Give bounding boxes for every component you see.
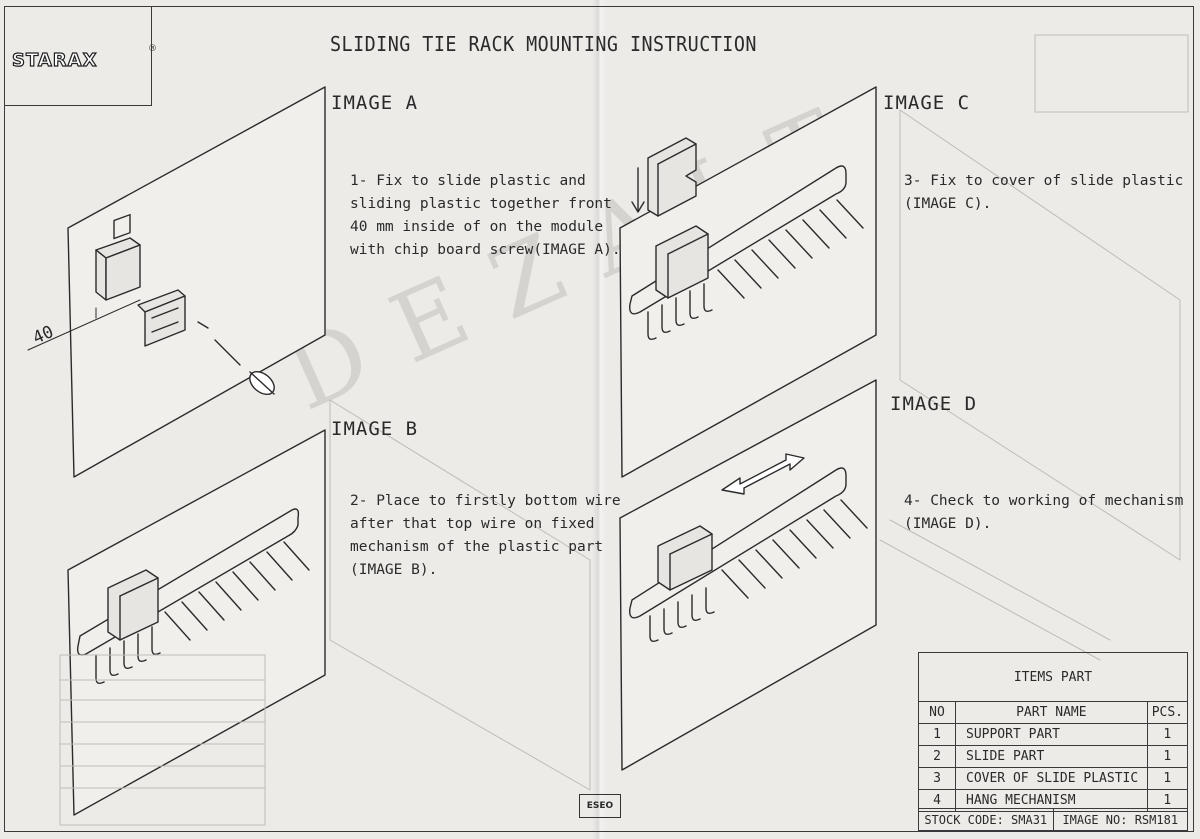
label-image-a: IMAGE A [331, 92, 419, 114]
header-pcs: PCS. [1146, 701, 1189, 724]
stock-code-table: STOCK CODE: SMA31 IMAGE NO: RSM181 [918, 808, 1188, 831]
label-image-b: IMAGE B [331, 418, 419, 440]
row-pcs: 1 [1146, 767, 1189, 790]
label-image-c: IMAGE C [883, 92, 971, 114]
row-no: 2 [918, 745, 956, 768]
row-pcs: 1 [1146, 745, 1189, 768]
panel-image-c [619, 86, 877, 478]
row-no: 1 [918, 723, 956, 746]
page-title: SLIDING TIE RACK MOUNTING INSTRUCTION [330, 32, 757, 56]
step-4-text: 4- Check to working of mechanism (IMAGE … [904, 493, 1184, 532]
stock-code: STOCK CODE: SMA31 [918, 808, 1054, 831]
dimension-label: 40 [30, 322, 57, 349]
row-no: 3 [918, 767, 956, 790]
row-part-name: SLIDE PART [955, 745, 1148, 768]
step-1-text: 1- Fix to slide plastic and sliding plas… [350, 173, 621, 258]
step-3-text: 3- Fix to cover of slide plastic (IMAGE … [904, 173, 1184, 212]
label-image-d: IMAGE D [890, 393, 978, 415]
header-part-name: PART NAME [955, 701, 1148, 724]
items-part-table: ITEMS PART NO PART NAME PCS. 1 SUPPORT P… [918, 652, 1189, 812]
image-number: IMAGE NO: RSM181 [1052, 808, 1188, 831]
items-table-title: ITEMS PART [918, 652, 1188, 702]
step-2-text: 2- Place to firstly bottom wire after th… [350, 493, 621, 578]
quality-stamp: ESEO [579, 794, 621, 818]
table-row: 2 SLIDE PART 1 [918, 745, 1189, 768]
page-fold [592, 0, 606, 839]
row-part-name: COVER OF SLIDE PLASTIC [955, 767, 1148, 790]
registered-mark: ® [148, 44, 157, 54]
row-pcs: 1 [1146, 723, 1189, 746]
row-part-name: SUPPORT PART [955, 723, 1148, 746]
header-no: NO [918, 701, 956, 724]
page-frame [4, 6, 1194, 832]
table-row: 3 COVER OF SLIDE PLASTIC 1 [918, 767, 1189, 790]
panel-image-b [67, 429, 326, 816]
brand-logo: STARAX [11, 49, 98, 71]
table-row: 1 SUPPORT PART 1 [918, 723, 1189, 746]
logo-box: STARAX ® [4, 6, 157, 106]
panel-image-d [619, 379, 877, 771]
panel-image-a [27, 86, 326, 478]
